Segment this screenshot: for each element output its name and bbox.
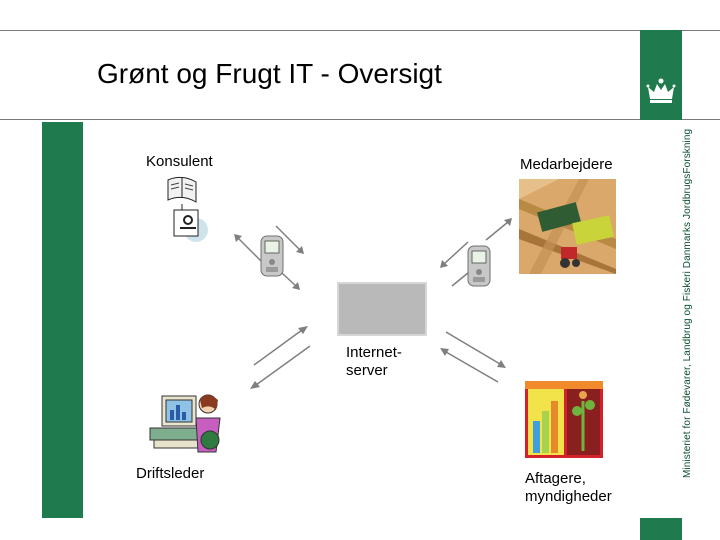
label-konsulent: Konsulent	[146, 153, 213, 170]
label-medarbejdere: Medarbejdere	[520, 156, 613, 173]
book-icon	[167, 176, 208, 242]
crown-logo-icon	[646, 78, 676, 103]
arrow-driftsleder-server	[250, 326, 311, 389]
header-rule	[0, 119, 720, 120]
label-internet-server: Internet- server	[346, 344, 402, 379]
chart-icon	[525, 381, 603, 458]
arrow-konsulent-phone	[234, 225, 304, 290]
arrow-server-aftagere	[440, 331, 506, 383]
label-driftsleder: Driftsleder	[136, 465, 205, 482]
mobile-phone-icon	[467, 245, 491, 287]
brand-footer-block	[640, 518, 682, 540]
harvester-icon	[519, 179, 616, 274]
brand-logo-block	[640, 30, 682, 120]
left-green-bar	[42, 122, 83, 518]
arrow-medarbejdere-phone	[440, 218, 512, 287]
page-title: Grønt og Frugt IT - Oversigt	[97, 58, 442, 89]
mobile-phone-icon	[260, 235, 284, 277]
label-aftagere: Aftagere, myndigheder	[525, 470, 612, 505]
computer-user-icon	[149, 394, 221, 453]
top-rule	[0, 30, 720, 31]
server-box	[337, 282, 427, 336]
